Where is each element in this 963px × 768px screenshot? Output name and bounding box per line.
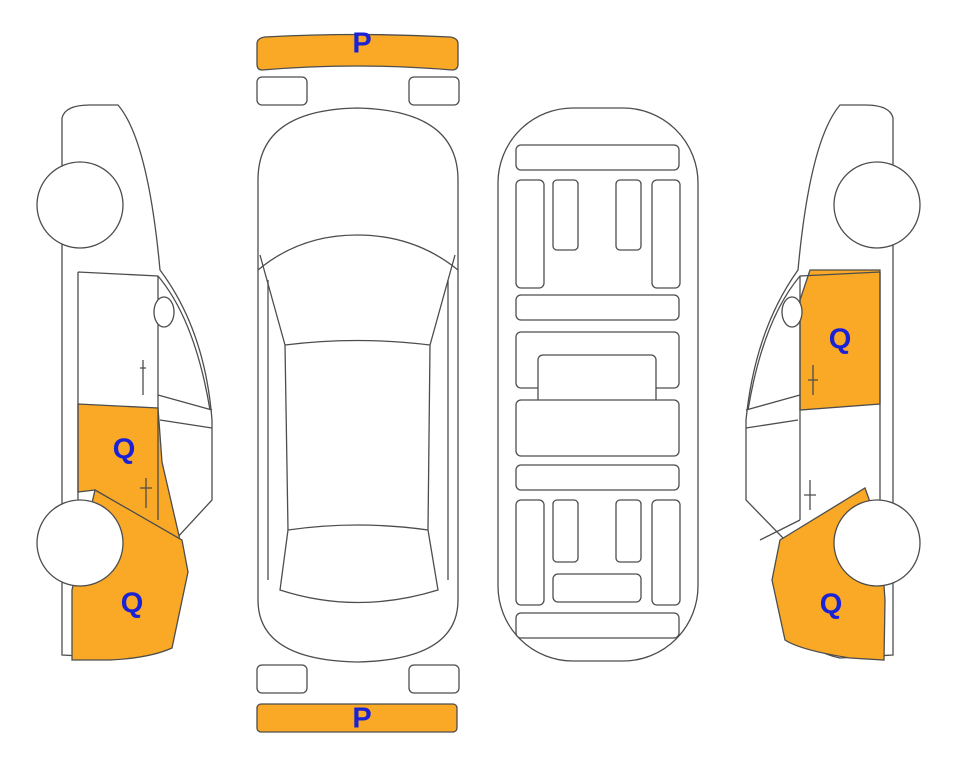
rear-bumper-panel[interactable] bbox=[256, 703, 458, 733]
right-rear-door-label: Q bbox=[829, 324, 852, 356]
rear-bumper-label: P bbox=[352, 703, 371, 735]
left-rear-quarter-label: Q bbox=[121, 588, 144, 620]
right-rear-quarter-label: Q bbox=[820, 589, 843, 621]
left-side-view: Q Q bbox=[36, 104, 213, 661]
front-bumper-label: P bbox=[352, 28, 371, 60]
front-bumper-panel[interactable] bbox=[256, 33, 459, 71]
top-view: P P bbox=[256, 28, 460, 735]
right-side-view: Q Q bbox=[745, 104, 921, 661]
left-rear-door-label: Q bbox=[113, 434, 136, 466]
underside-view bbox=[497, 107, 699, 662]
